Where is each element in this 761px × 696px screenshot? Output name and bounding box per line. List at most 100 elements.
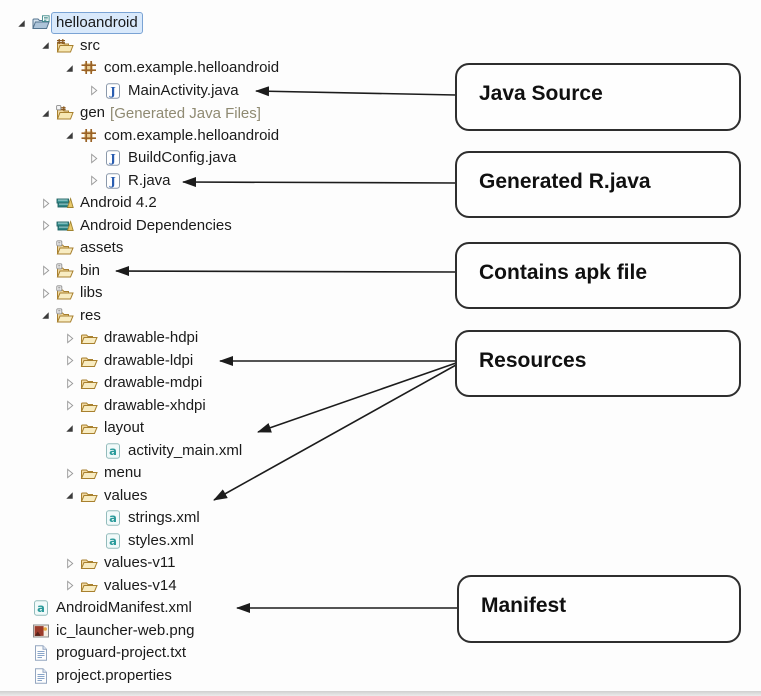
tree-row-label: styles.xml — [128, 531, 194, 549]
tree-row-helloandroid[interactable]: helloandroid — [0, 12, 460, 35]
folder-icon — [80, 398, 98, 414]
tree-row-project-properties[interactable]: project.properties — [0, 665, 460, 688]
toggle-expanded-icon[interactable] — [16, 17, 32, 29]
tree-row-menu[interactable]: menu — [0, 462, 460, 485]
folder-icon — [80, 488, 98, 504]
toggle-collapsed-icon[interactable] — [64, 580, 80, 592]
tree-row-label: drawable-xhdpi — [104, 396, 206, 414]
toggle-collapsed-icon[interactable] — [64, 400, 80, 412]
toggle-expanded-icon[interactable] — [64, 490, 80, 502]
folder-icon — [80, 353, 98, 369]
callout-manifest: Manifest — [457, 575, 741, 643]
tree-row-com-example-helloandroid[interactable]: com.example.helloandroid — [0, 125, 460, 148]
toggle-collapsed-icon[interactable] — [88, 152, 104, 164]
callout-label: Contains apk file — [479, 261, 648, 284]
tree-row-android-dependencies[interactable]: Android Dependencies — [0, 215, 460, 238]
svg-text:J: J — [109, 174, 115, 188]
tree-row-label: Android 4.2 — [80, 194, 157, 212]
folder-icon — [80, 555, 98, 571]
toggle-collapsed-icon[interactable] — [64, 557, 80, 569]
tree-row-label: bin — [80, 261, 101, 279]
tree-row-ic-launcher-web-png[interactable]: ic_launcher-web.png — [0, 620, 460, 643]
tree-row-proguard-project-txt[interactable]: proguard-project.txt — [0, 642, 460, 665]
toggle-expanded-icon[interactable] — [40, 40, 56, 52]
svg-text:a: a — [109, 511, 117, 525]
xml-file-icon: a — [32, 600, 50, 616]
toggle-collapsed-icon[interactable] — [64, 355, 80, 367]
toggle-expanded-icon[interactable] — [64, 130, 80, 142]
tree-row-android-4-2[interactable]: Android 4.2 — [0, 192, 460, 215]
tree-row-label: MainActivity.java — [128, 81, 239, 99]
tree-row-styles-xml[interactable]: a styles.xml — [0, 530, 460, 553]
tree-row-label: proguard-project.txt — [56, 644, 187, 662]
toggle-collapsed-icon[interactable] — [40, 220, 56, 232]
tree-row-src[interactable]: src — [0, 35, 460, 58]
tree-row-libs[interactable]: libs — [0, 282, 460, 305]
toggle-collapsed-icon[interactable] — [88, 85, 104, 97]
tree-row-androidmanifest-xml[interactable]: a AndroidManifest.xml — [0, 597, 460, 620]
toggle-collapsed-icon[interactable] — [64, 377, 80, 389]
tree-row-bin[interactable]: bin — [0, 260, 460, 283]
tree-row-values[interactable]: values — [0, 485, 460, 508]
tree-row-label: com.example.helloandroid — [104, 126, 280, 144]
callout-label: Manifest — [481, 594, 567, 617]
toggle-collapsed-icon[interactable] — [40, 265, 56, 277]
toggle-expanded-icon[interactable] — [40, 310, 56, 322]
tree-row-label: drawable-hdpi — [104, 329, 199, 347]
folder-icon — [80, 420, 98, 436]
tree-row-suffix: [Generated Java Files] — [110, 104, 261, 122]
tree-row-label: AndroidManifest.xml — [56, 599, 192, 617]
toggle-spacer — [40, 242, 56, 254]
toggle-collapsed-icon[interactable] — [40, 287, 56, 299]
library-icon — [56, 195, 74, 211]
tree-row-label: values-v14 — [104, 576, 177, 594]
package-icon — [80, 60, 98, 76]
svg-text:a: a — [109, 534, 117, 548]
tree-row-label: helloandroid — [51, 12, 143, 35]
tree-row-drawable-ldpi[interactable]: drawable-ldpi — [0, 350, 460, 373]
toggle-collapsed-icon[interactable] — [64, 467, 80, 479]
tree-row-label: ic_launcher-web.png — [56, 621, 195, 639]
toggle-expanded-icon[interactable] — [40, 107, 56, 119]
folder-deco-icon — [56, 240, 74, 256]
toggle-collapsed-icon[interactable] — [40, 197, 56, 209]
tree-row-label: drawable-ldpi — [104, 351, 194, 369]
tree-row-label: drawable-mdpi — [104, 374, 203, 392]
image-file-icon — [32, 623, 50, 639]
tree-row-res[interactable]: res — [0, 305, 460, 328]
tree-row-drawable-hdpi[interactable]: drawable-hdpi — [0, 327, 460, 350]
folder-deco-icon — [56, 263, 74, 279]
toggle-expanded-icon[interactable] — [64, 422, 80, 434]
tree-row-values-v14[interactable]: values-v14 — [0, 575, 460, 598]
tree-row-assets[interactable]: assets — [0, 237, 460, 260]
toggle-collapsed-icon[interactable] — [64, 332, 80, 344]
tree-row-drawable-mdpi[interactable]: drawable-mdpi — [0, 372, 460, 395]
callout-contains-apk-file: Contains apk file — [455, 242, 741, 309]
tree-row-values-v11[interactable]: values-v11 — [0, 552, 460, 575]
toggle-expanded-icon[interactable] — [64, 62, 80, 74]
folder-icon — [80, 578, 98, 594]
tree-row-com-example-helloandroid[interactable]: com.example.helloandroid — [0, 57, 460, 80]
tree-row-label: menu — [104, 464, 142, 482]
tree-row-buildconfig-java[interactable]: J BuildConfig.java — [0, 147, 460, 170]
java-file-icon: J — [104, 173, 122, 189]
folder-deco-icon — [56, 285, 74, 301]
callout-label: Java Source — [479, 82, 603, 105]
tree-row-label: BuildConfig.java — [128, 149, 237, 167]
tree-row-label: layout — [104, 419, 145, 437]
java-file-icon: J — [104, 150, 122, 166]
tree-row-gen[interactable]: gen[Generated Java Files] — [0, 102, 460, 125]
tree-row-drawable-xhdpi[interactable]: drawable-xhdpi — [0, 395, 460, 418]
package-icon — [80, 128, 98, 144]
callout-label: Resources — [479, 349, 587, 372]
tree-row-label: project.properties — [56, 666, 172, 684]
toggle-collapsed-icon[interactable] — [88, 175, 104, 187]
callout-java-source: Java Source — [455, 63, 741, 131]
tree-row-layout[interactable]: layout — [0, 417, 460, 440]
